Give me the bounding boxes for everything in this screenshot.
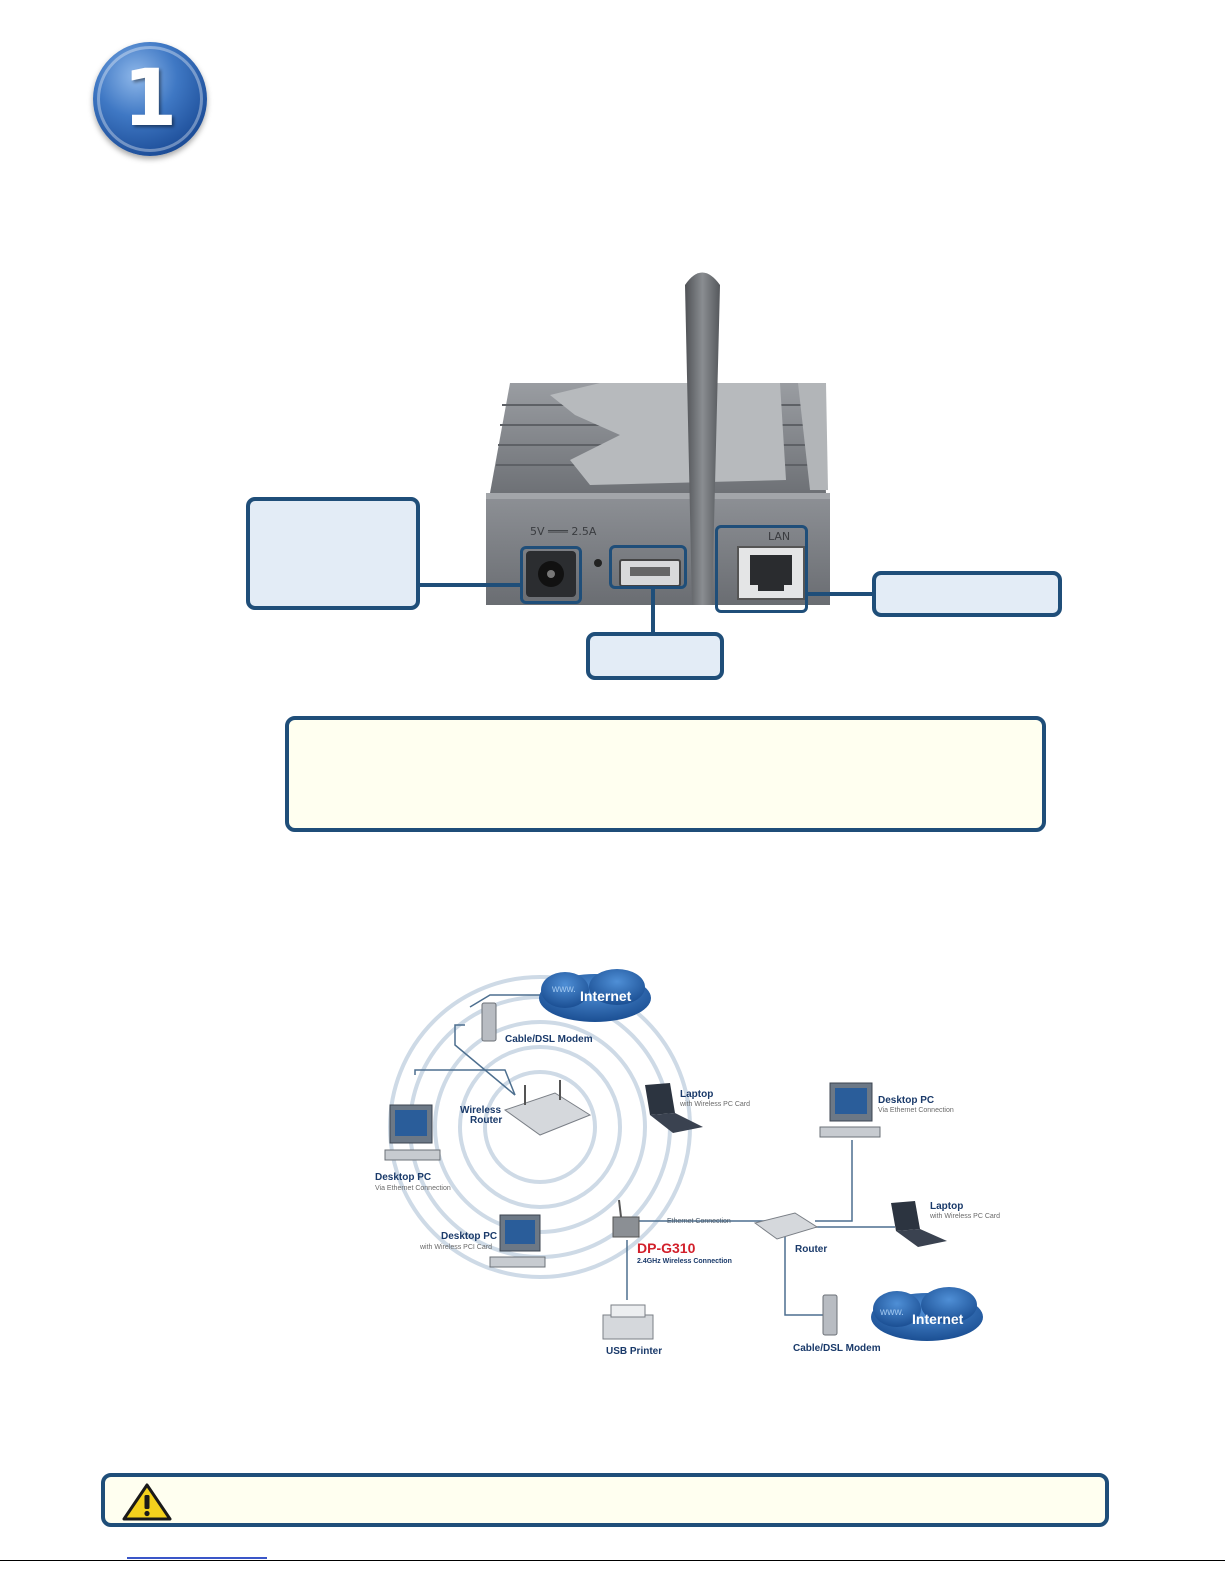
wireless-router-label-line2: Router (470, 1115, 503, 1126)
network-diagram (384, 969, 983, 1341)
www-label-bottom: www. (880, 1307, 904, 1318)
lan-connector-line (808, 592, 872, 596)
warning-icon (122, 1483, 172, 1521)
desktop-left-label: Desktop PC (375, 1172, 432, 1183)
desktop-left-sub: Via Ethernet Connection (375, 1185, 451, 1192)
power-callout-box (246, 497, 420, 610)
product-label: DP-G310 (637, 1240, 696, 1256)
device-photo: 5V ═══ 2.5A LAN (486, 272, 830, 605)
wireless-router-label-line1: Wireless (460, 1105, 502, 1116)
desktop-right-label: Desktop PC (878, 1095, 935, 1106)
desktop-right-sub: Via Ethernet Connection (878, 1107, 954, 1114)
power-spec-text: 5V ═══ 2.5A (530, 525, 597, 538)
www-label-top: www. (552, 984, 576, 995)
laptop-label-top: Laptop (680, 1089, 714, 1100)
usb-printer-label: USB Printer (606, 1346, 663, 1357)
lan-port-highlight (715, 525, 808, 613)
cable-modem-label-bottom: Cable/DSL Modem (793, 1343, 881, 1354)
desktop-wireless-label: Desktop PC (441, 1231, 498, 1242)
usb-connector-line (651, 589, 655, 632)
step-number-badge: 1 (93, 42, 207, 156)
footer-link-underline[interactable] (127, 1557, 267, 1559)
step-number: 1 (122, 54, 178, 144)
internet-label-bottom: Internet (912, 1311, 964, 1327)
power-port-highlight (520, 546, 582, 604)
warning-box (101, 1473, 1109, 1527)
desktop-wireless-sub: with Wireless PCI Card (420, 1244, 492, 1251)
cable-modem-label-top: Cable/DSL Modem (505, 1034, 593, 1045)
laptop-right-sub: with Wireless PC Card (930, 1213, 1001, 1220)
usb-port-highlight (609, 545, 687, 589)
lan-port-text: LAN (768, 530, 790, 543)
footer-rule (0, 1560, 1225, 1561)
laptop-right-label: Laptop (930, 1201, 964, 1212)
lan-callout-box (872, 571, 1062, 617)
note-box (285, 716, 1046, 832)
power-connector-line (420, 583, 520, 587)
internet-label-top: Internet (580, 988, 632, 1004)
router-label: Router (795, 1244, 828, 1255)
laptop-sub-top: with Wireless PC Card (680, 1101, 751, 1108)
product-sub-label: 2.4GHz Wireless Connection (637, 1258, 732, 1265)
usb-callout-box (586, 632, 724, 680)
ethernet-connection-label: Ethernet Connection (667, 1218, 731, 1225)
